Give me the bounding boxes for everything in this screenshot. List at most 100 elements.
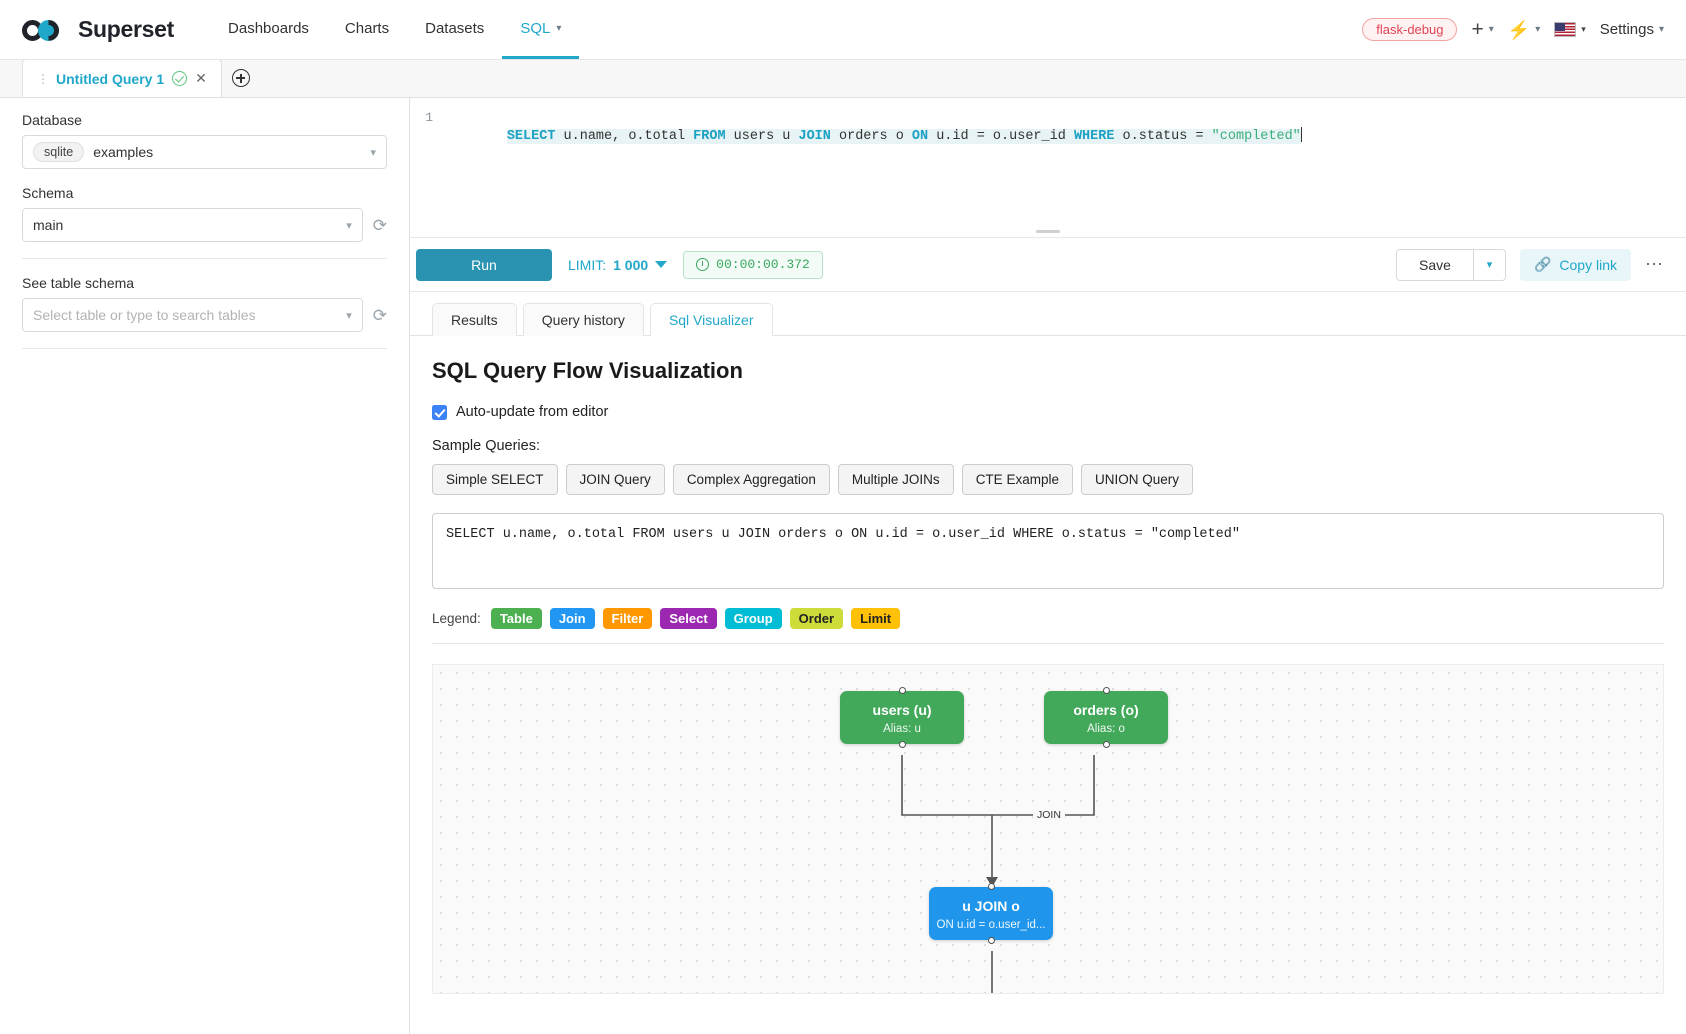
- flow-node-users[interactable]: users (u) Alias: u: [840, 687, 964, 748]
- more-options-button[interactable]: ⋯: [1645, 254, 1664, 274]
- node-handle-bottom[interactable]: [898, 741, 906, 748]
- node-handle-top[interactable]: [987, 883, 995, 890]
- legend-row: Legend: Table Join Filter Select Group O…: [432, 608, 1664, 644]
- limit-prefix-label: LIMIT:: [568, 256, 607, 273]
- drag-handle-icon[interactable]: ⋮: [37, 71, 49, 86]
- nav-link-sql[interactable]: SQL ▾: [502, 0, 580, 59]
- right-panel: 1 SELECT u.name, o.total FROM users u JO…: [410, 98, 1686, 1034]
- flow-node-join-title: u JOIN o: [962, 898, 1020, 914]
- flow-node-join[interactable]: u JOIN o ON u.id = o.user_id...: [929, 883, 1053, 944]
- sql-token-wherecond: o.status =: [1114, 129, 1212, 144]
- sample-button-multiple-joins[interactable]: Multiple JOINs: [837, 464, 954, 495]
- superset-logo-icon: [22, 18, 68, 42]
- legend-chip-filter: Filter: [602, 608, 653, 629]
- legend-chip-group: Group: [724, 608, 782, 629]
- save-button[interactable]: Save: [1396, 248, 1474, 281]
- sql-token-from: FROM: [693, 129, 726, 144]
- node-handle-bottom[interactable]: [1102, 741, 1110, 748]
- tab-results[interactable]: Results: [432, 303, 517, 336]
- query-tab-untitled-query-1[interactable]: ⋮ Untitled Query 1 ✕: [22, 59, 222, 97]
- schema-label: Schema: [22, 185, 74, 201]
- nav-link-datasets-label: Datasets: [425, 19, 485, 37]
- nav-link-charts-label: Charts: [344, 19, 390, 37]
- table-field-group: See table schema Select table or type to…: [22, 275, 387, 332]
- auto-update-checkbox[interactable]: [432, 404, 447, 420]
- panel-resize-handle[interactable]: [1036, 230, 1060, 233]
- node-handle-top[interactable]: [898, 687, 906, 694]
- chevron-down-icon: ▾: [1486, 259, 1493, 271]
- chevron-down-icon: ▾: [346, 219, 352, 232]
- copy-link-label: Copy link: [1559, 256, 1617, 273]
- add-query-tab-button[interactable]: [221, 59, 260, 97]
- nav-link-datasets[interactable]: Datasets: [407, 0, 502, 59]
- see-table-schema-label: See table schema: [22, 275, 135, 291]
- flow-node-orders-alias: Alias: o: [1087, 723, 1125, 735]
- query-flow-canvas[interactable]: JOIN users (u) Alias: u orders (o) Alias…: [432, 664, 1664, 994]
- result-tabs: Results Query history Sql Visualizer: [410, 292, 1686, 336]
- language-selector[interactable]: ▾: [1554, 22, 1586, 37]
- chevron-down-icon: ▾: [1535, 24, 1541, 35]
- sql-editor[interactable]: 1 SELECT u.name, o.total FROM users u JO…: [410, 98, 1686, 238]
- page-title: SQL Query Flow Visualization: [432, 358, 743, 383]
- flow-node-orders[interactable]: orders (o) Alias: o: [1044, 687, 1168, 748]
- node-handle-bottom[interactable]: [987, 937, 995, 944]
- settings-menu[interactable]: Settings ▾: [1600, 21, 1664, 38]
- sql-visualizer-pane: SQL Query Flow Visualization Auto-update…: [410, 336, 1686, 1034]
- sample-button-cte-example[interactable]: CTE Example: [961, 464, 1073, 495]
- legend-chip-select: Select: [660, 608, 717, 629]
- brand-logo-group[interactable]: Superset: [22, 16, 174, 43]
- editor-code-line: SELECT u.name, o.total FROM users u JOIN…: [442, 108, 1302, 237]
- settings-label: Settings: [1599, 21, 1654, 38]
- close-icon[interactable]: ✕: [195, 70, 207, 86]
- schema-value: main: [33, 217, 64, 233]
- legend-chip-table: Table: [490, 608, 542, 629]
- nav-link-charts[interactable]: Charts: [327, 0, 407, 59]
- sample-button-complex-aggregation[interactable]: Complex Aggregation: [672, 464, 830, 495]
- query-timer-value: 00:00:00.372: [716, 257, 810, 272]
- lightning-bolt-icon: ⚡: [1507, 19, 1531, 40]
- limit-dropdown[interactable]: LIMIT: 1 000: [568, 256, 668, 273]
- limit-value: 1 000: [613, 256, 649, 273]
- query-timer: 00:00:00.372: [683, 250, 823, 279]
- sample-button-union-query[interactable]: UNION Query: [1080, 464, 1193, 495]
- schema-select[interactable]: main ▾: [22, 208, 363, 242]
- database-value: examples: [93, 144, 154, 160]
- run-button[interactable]: Run: [416, 248, 552, 281]
- chevron-down-icon: ▾: [1658, 24, 1664, 35]
- sample-button-join-query[interactable]: JOIN Query: [565, 464, 665, 495]
- flow-node-orders-title: orders (o): [1073, 702, 1139, 718]
- main-nav: Dashboards Charts Datasets SQL ▾: [210, 0, 580, 59]
- legend-label: Legend:: [432, 611, 481, 626]
- chevron-down-icon: ▾: [1488, 24, 1494, 35]
- auto-update-row: Auto-update from editor: [432, 404, 1664, 420]
- sql-token-oncond: u.id = o.user_id: [928, 129, 1074, 144]
- sql-token-join: JOIN: [798, 129, 831, 144]
- sql-token-where: WHERE: [1073, 129, 1115, 144]
- chevron-down-icon: ▾: [556, 22, 562, 34]
- flow-node-users-title: users (u): [872, 702, 932, 718]
- copy-link-button[interactable]: 🔗 Copy link: [1519, 248, 1631, 281]
- tab-sql-visualizer[interactable]: Sql Visualizer: [649, 303, 773, 336]
- legend-chip-order: Order: [789, 608, 844, 629]
- edge-label-join: JOIN: [1033, 808, 1065, 822]
- refresh-tables-icon[interactable]: ⟳: [372, 305, 387, 325]
- plus-icon: +: [1471, 18, 1484, 41]
- brand-name: Superset: [78, 16, 175, 42]
- database-select[interactable]: sqlite examples ▾: [22, 135, 387, 169]
- refresh-schema-icon[interactable]: ⟳: [372, 215, 387, 235]
- sample-button-simple-select[interactable]: Simple SELECT: [432, 464, 558, 495]
- flow-edges: [901, 755, 1095, 993]
- nav-link-sql-label: SQL: [520, 19, 551, 37]
- sql-token-cols: u.name, o.total: [555, 129, 694, 144]
- nav-link-dashboards[interactable]: Dashboards: [210, 0, 327, 59]
- sql-input-textarea[interactable]: [432, 513, 1664, 589]
- editor-toolbar: Run LIMIT: 1 000 00:00:00.372 Save ▾ 🔗: [410, 230, 1686, 292]
- check-circle-icon: [172, 71, 188, 86]
- save-dropdown-button[interactable]: ▾: [1473, 248, 1506, 281]
- new-item-button[interactable]: + ▾: [1471, 19, 1493, 40]
- node-handle-top[interactable]: [1102, 687, 1110, 694]
- flask-debug-badge: flask-debug: [1362, 18, 1458, 41]
- table-search-select[interactable]: Select table or type to search tables ▾: [22, 298, 363, 332]
- bolt-menu-button[interactable]: ⚡ ▾: [1508, 21, 1540, 39]
- tab-query-history[interactable]: Query history: [522, 303, 644, 336]
